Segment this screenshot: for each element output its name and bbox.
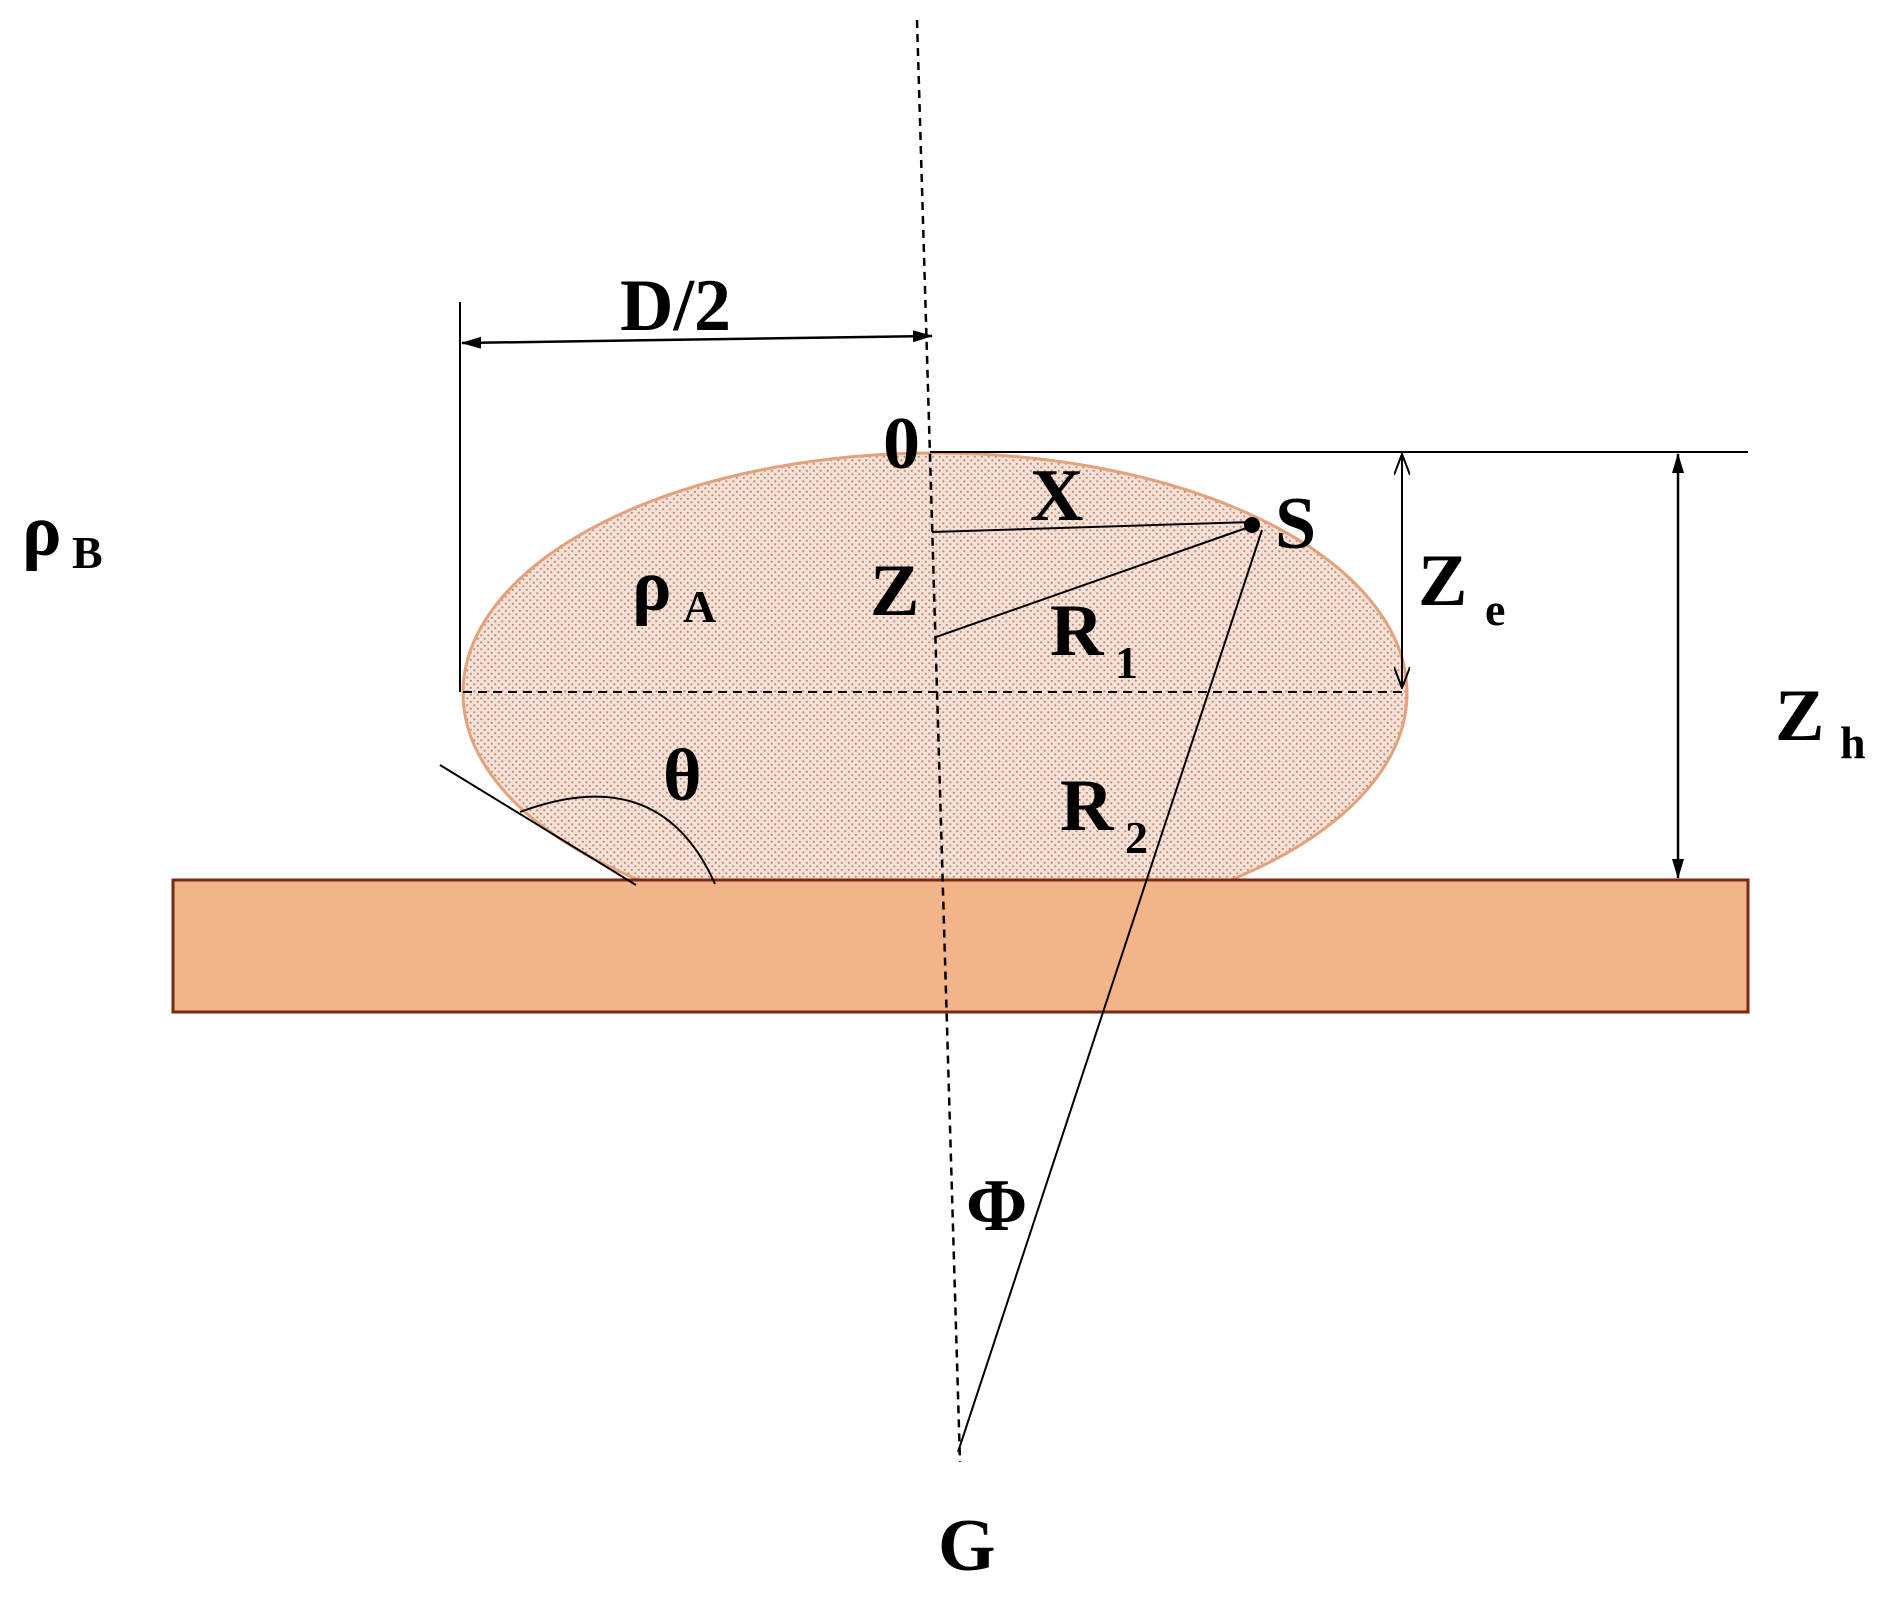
rho-b-subscript: B xyxy=(72,527,103,578)
r2-line xyxy=(957,529,1263,1453)
zh-label: Z xyxy=(1775,675,1824,757)
d-half-arrow xyxy=(461,330,933,349)
r2-subscript: 2 xyxy=(1125,812,1148,863)
r2-label: R xyxy=(1060,765,1115,847)
origin-label: 0 xyxy=(883,403,920,485)
rho-a-subscript: A xyxy=(683,581,716,632)
rho-a-label: ρ xyxy=(632,545,672,627)
rho-b-label: ρ xyxy=(22,490,62,572)
zh-subscript: h xyxy=(1840,717,1866,768)
ze-label: Z xyxy=(1418,540,1467,622)
d-half-label: D/2 xyxy=(620,265,731,347)
contact-angle-arc xyxy=(519,795,716,885)
point-s-marker xyxy=(1244,517,1260,533)
z-label: Z xyxy=(870,550,919,632)
r1-line xyxy=(935,525,1253,638)
s-label: S xyxy=(1275,483,1316,565)
ze-subscript: e xyxy=(1485,584,1505,635)
theta-label: θ xyxy=(663,735,702,817)
symmetry-axis xyxy=(915,19,962,1463)
x-line xyxy=(931,521,1253,533)
tangent-line xyxy=(439,764,637,886)
x-label: X xyxy=(1030,455,1083,537)
r1-subscript: 1 xyxy=(1115,637,1138,688)
phi-label: Φ xyxy=(966,1165,1027,1247)
g-label: G xyxy=(938,1505,996,1587)
substrate xyxy=(171,878,1750,1014)
r1-label: R xyxy=(1050,590,1105,672)
